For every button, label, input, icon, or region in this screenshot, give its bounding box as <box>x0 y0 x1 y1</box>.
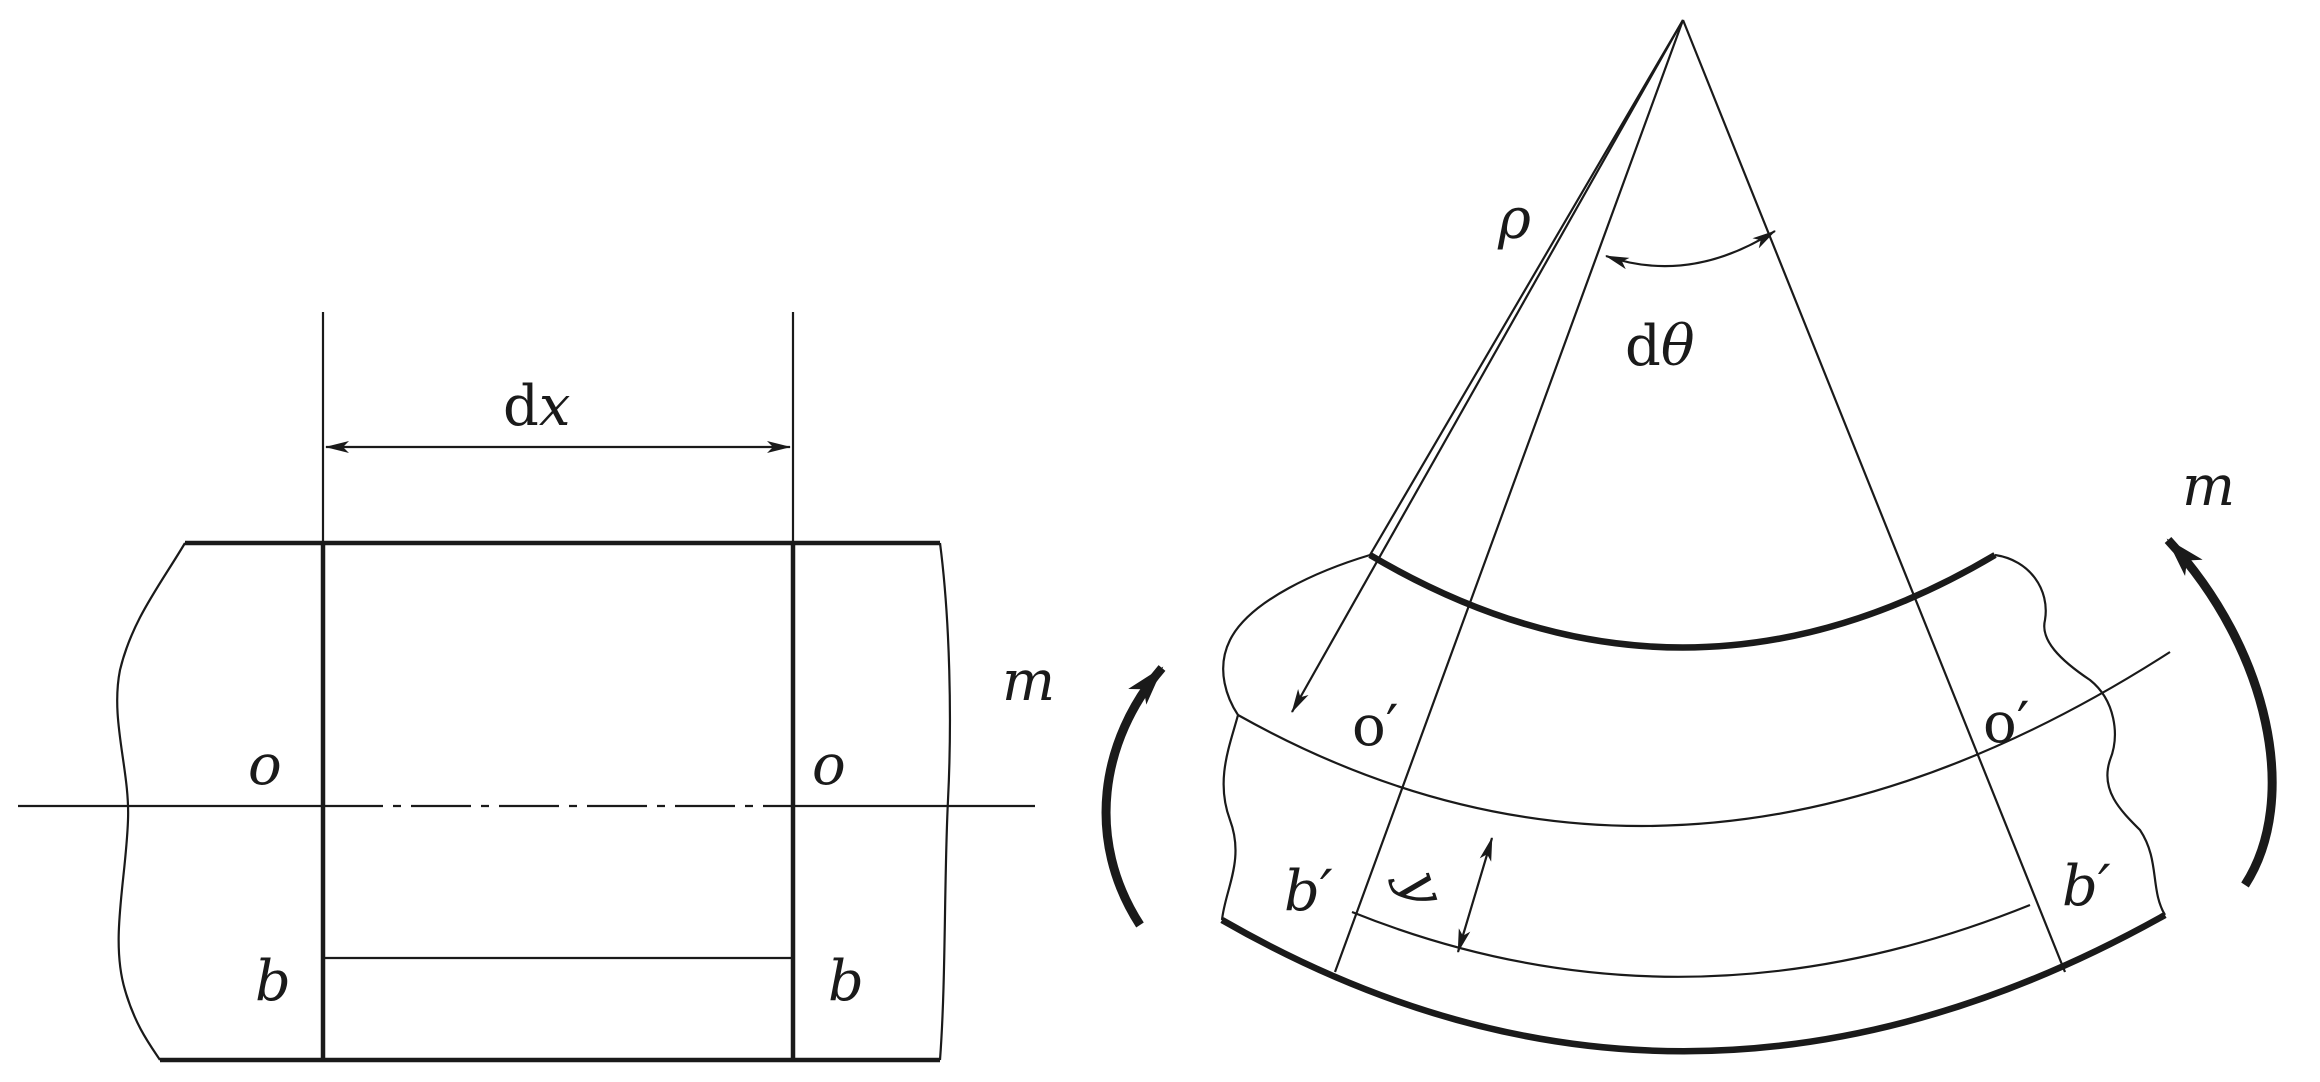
fiber-label-b-prime-left: b′ <box>1284 859 1333 924</box>
distance-y-arrow <box>1456 837 1494 953</box>
radial-line-right <box>1681 19 2067 973</box>
fiber-bb-arc <box>1351 903 2031 978</box>
deformed-element <box>1101 19 2277 1055</box>
neutral-surface-arc <box>1237 651 2171 828</box>
fiber-label-b-left: b <box>255 949 291 1014</box>
bottom-boundary-arc <box>1220 912 2167 1055</box>
moment-arrow-right <box>2164 536 2277 888</box>
moment-arrow-left <box>1101 665 1166 928</box>
axis-label-o-left: o <box>248 733 282 798</box>
distance-label: y <box>1386 859 1459 913</box>
axis-label-o-prime-right: o′ <box>1983 691 2029 756</box>
dx-label: dx <box>503 374 570 439</box>
radial-line-left <box>1333 19 1685 973</box>
moment-label-right: m <box>2182 454 2235 519</box>
top-boundary-arc <box>1368 552 1997 651</box>
radius-label: ρ <box>1497 187 1531 252</box>
axis-label-o-right: o <box>812 733 846 798</box>
radius-arrow <box>1291 19 1684 713</box>
angle-arc <box>1605 230 1776 270</box>
neutral-surface-dashdot <box>1399 788 1981 851</box>
left-break-line <box>116 542 186 1061</box>
right-break-line <box>938 542 952 1061</box>
right-break-line-deformed <box>1994 553 2166 916</box>
fiber-label-b-prime-right: b′ <box>2062 854 2111 919</box>
left-break-line-deformed <box>1220 553 1371 921</box>
angle-label: dθ <box>1625 314 1695 379</box>
fiber-label-b-right: b <box>828 949 864 1014</box>
moment-label-left: m <box>1002 649 1055 714</box>
undeformed-element <box>18 312 1035 1063</box>
radial-line-outer <box>1369 19 1684 556</box>
axis-label-o-prime-left: o′ <box>1352 694 1398 759</box>
